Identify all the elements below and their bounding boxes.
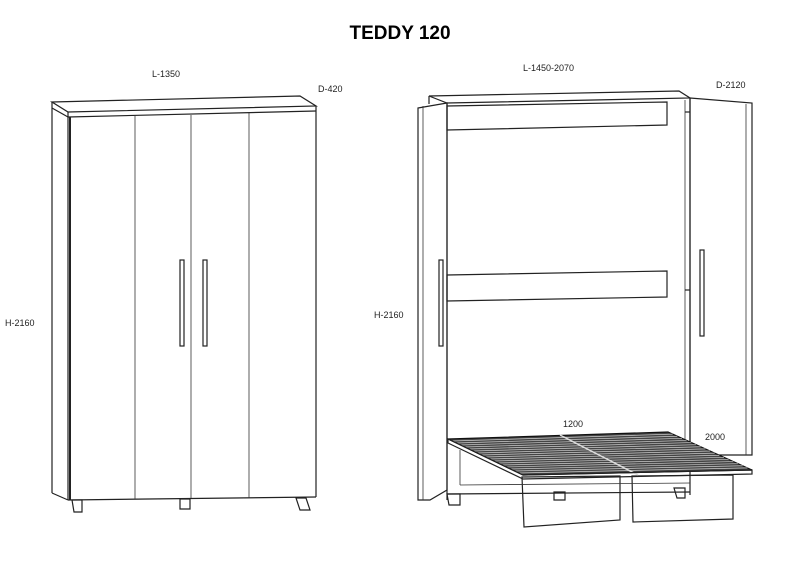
bed-width-label: 1200 [563, 419, 583, 429]
foot [553, 491, 566, 501]
right-open-door [689, 97, 753, 456]
closed-height-label: H-2160 [5, 318, 35, 328]
bed-slat [518, 467, 748, 474]
foot [71, 499, 83, 513]
door-handle [179, 259, 185, 347]
door-handle [438, 259, 444, 347]
left-open-door [417, 102, 448, 501]
product-title: TEDDY 120 [349, 23, 450, 44]
bed-frame-edge [447, 438, 753, 480]
bed-leg-frame [521, 475, 621, 528]
closed-width-label: L-1350 [152, 69, 180, 79]
bed-slat [510, 463, 739, 470]
bed-slat [514, 465, 743, 472]
open-height-label: H-2160 [374, 310, 404, 320]
closed-top [49, 95, 319, 113]
upper-panel [446, 101, 668, 131]
bed-slat [502, 459, 729, 466]
open-width-label: L-1450-2070 [523, 63, 574, 73]
closed-depth-label: D-420 [318, 84, 343, 94]
closed-wardrobe: L-1350 D-420 H-2160 [5, 69, 343, 513]
bed-center-divider [559, 434, 639, 476]
foot [179, 498, 191, 510]
bed-slat [460, 437, 683, 446]
door-handle [202, 259, 208, 347]
door-handle [699, 249, 705, 337]
middle-panel [446, 270, 668, 302]
foot [446, 493, 461, 506]
bed-slat [452, 433, 673, 442]
bed-slat [506, 461, 734, 468]
open-wardrobe-bed: L-1450-2070 D-2120 H-2160 1200 2000 [374, 63, 753, 528]
open-depth-label: D-2120 [716, 80, 746, 90]
bed-slat [497, 456, 725, 464]
foot [295, 497, 311, 511]
foot [673, 487, 686, 499]
bed-slat [456, 435, 678, 444]
open-top [428, 90, 692, 104]
bed-length-label: 2000 [705, 432, 725, 442]
